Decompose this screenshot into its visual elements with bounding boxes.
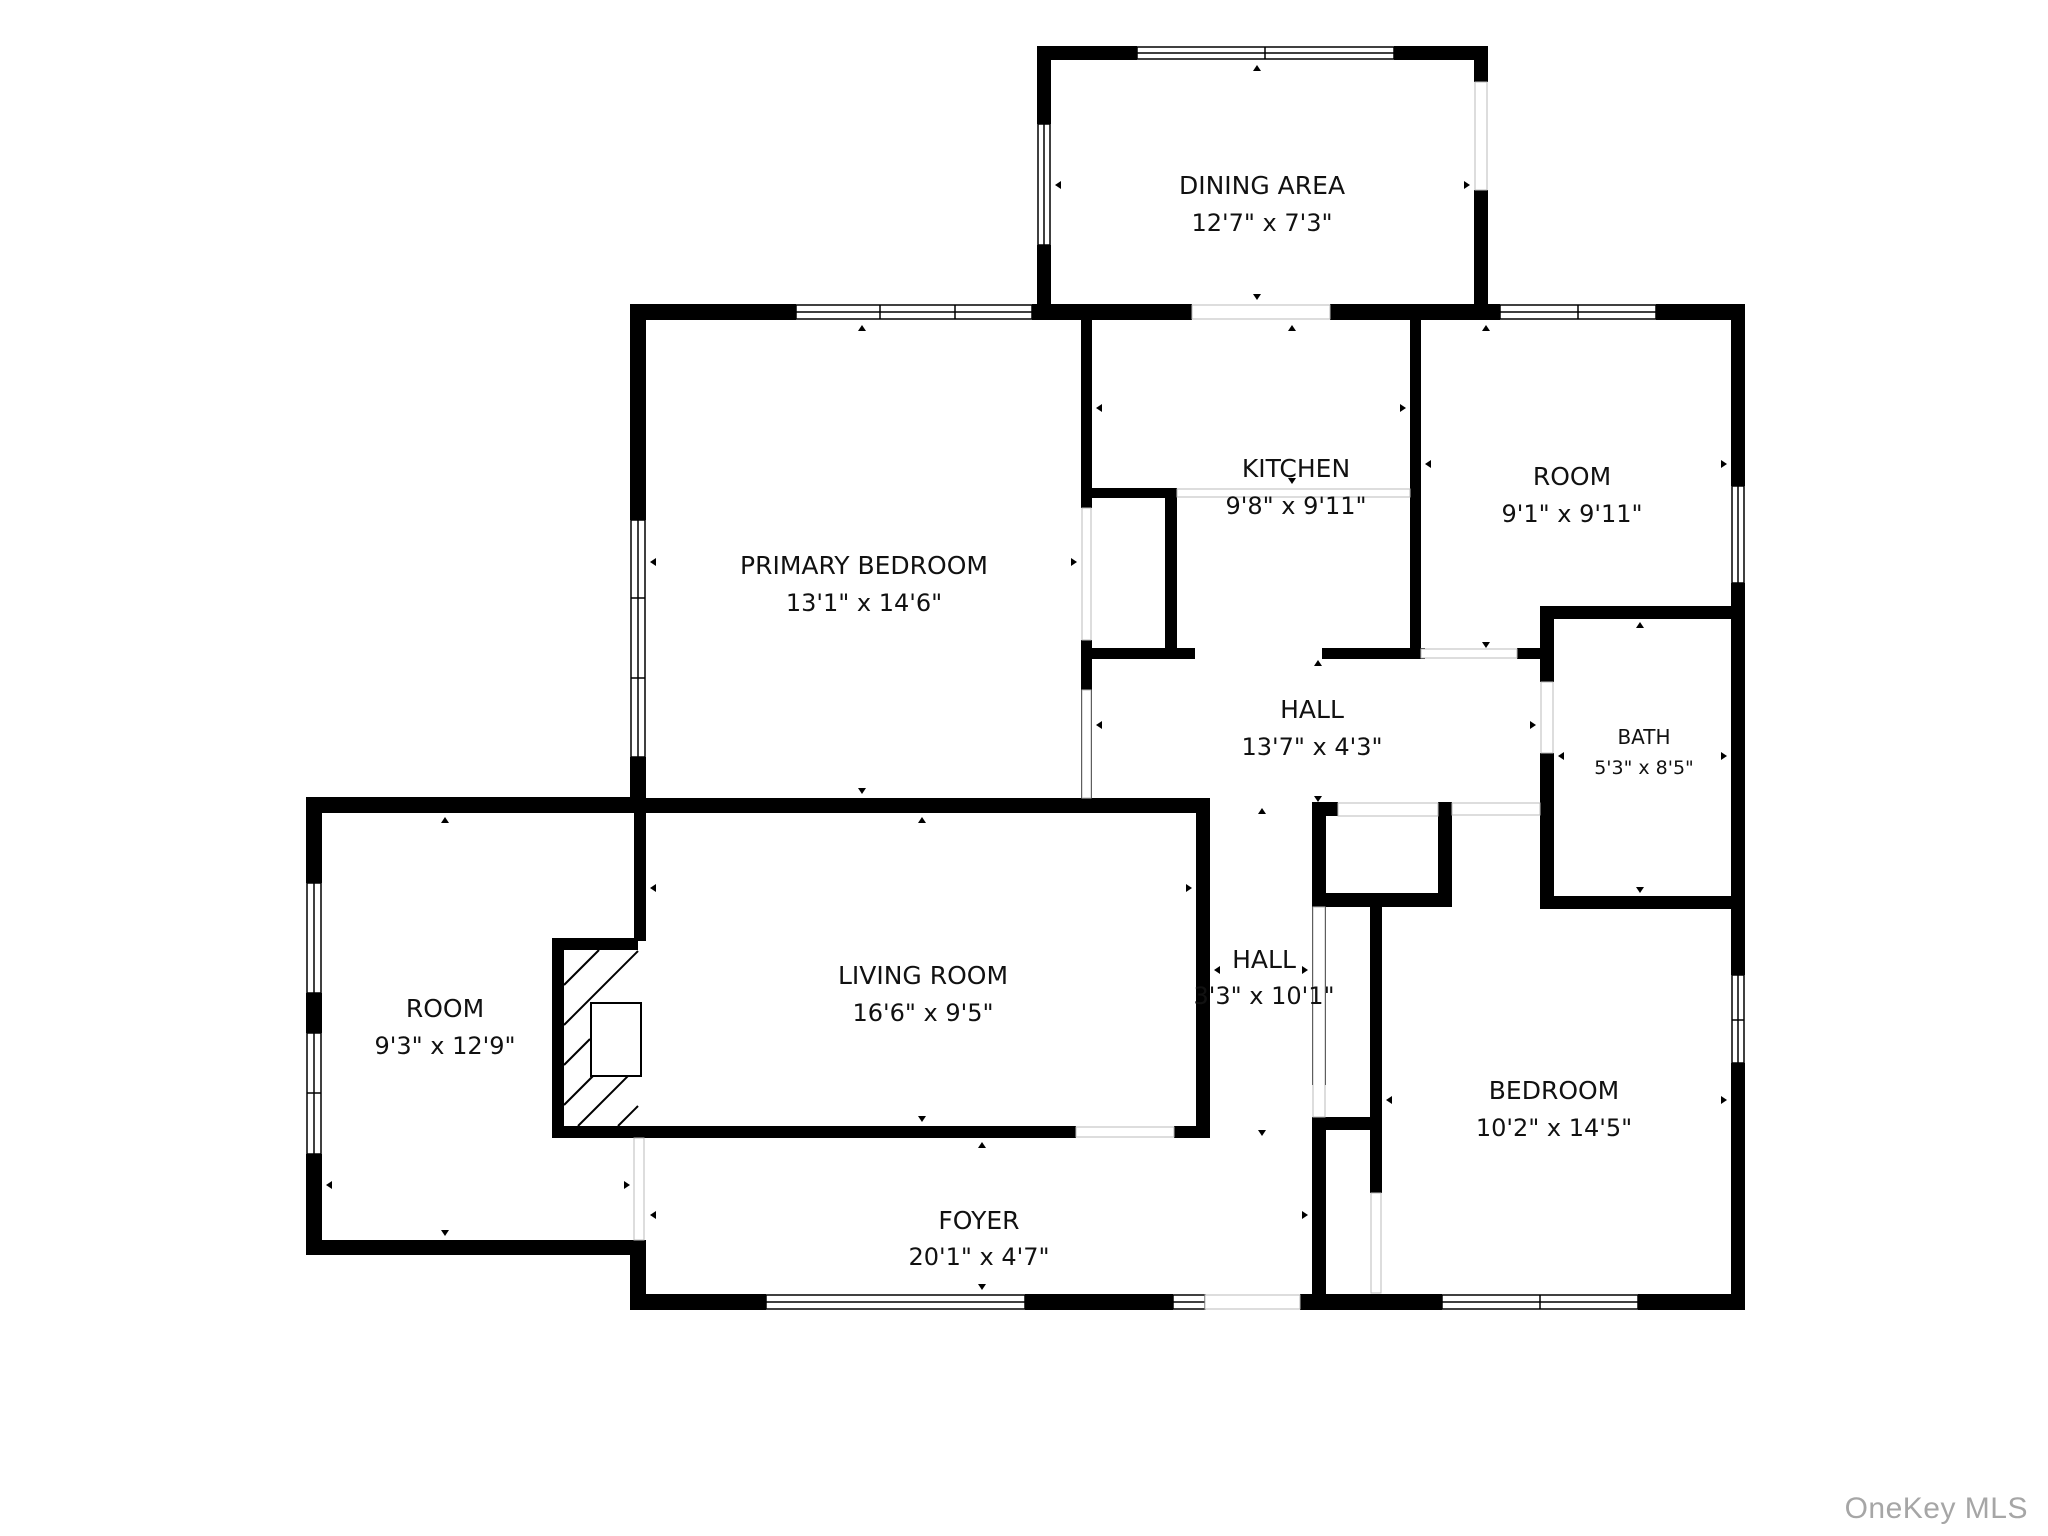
room-dimensions: 12'7" x 7'3" bbox=[1191, 209, 1332, 237]
watermark-logo: OneKey MLS bbox=[1844, 1492, 2028, 1525]
dimension-ticks bbox=[326, 65, 1727, 1290]
room-dimensions: 9'3" x 12'9" bbox=[374, 1032, 515, 1060]
room-dimensions: 13'7" x 4'3" bbox=[1241, 733, 1382, 761]
room-name: PRIMARY BEDROOM bbox=[740, 551, 988, 580]
room-label-hall-lower: HALL 3'3" x 10'1" bbox=[1193, 945, 1334, 1010]
room-name: KITCHEN bbox=[1242, 454, 1350, 483]
room-name: BATH bbox=[1617, 725, 1670, 749]
room-dimensions: 3'3" x 10'1" bbox=[1193, 982, 1334, 1010]
room-label-bath: BATH 5'3" x 8'5" bbox=[1594, 725, 1694, 779]
windows bbox=[306, 46, 1745, 1310]
room-label-living-room: LIVING ROOM 16'6" x 9'5" bbox=[838, 961, 1008, 1027]
room-label-bedroom: BEDROOM 10'2" x 14'5" bbox=[1476, 1076, 1632, 1142]
room-dimensions: 13'1" x 14'6" bbox=[786, 589, 942, 617]
room-name: ROOM bbox=[406, 994, 484, 1023]
fireplace bbox=[563, 949, 642, 1127]
room-name: DINING AREA bbox=[1179, 171, 1345, 200]
room-dimensions: 9'1" x 9'11" bbox=[1501, 500, 1642, 528]
room-label-hall-upper: HALL 13'7" x 4'3" bbox=[1241, 695, 1382, 761]
room-label-primary-bedroom: PRIMARY BEDROOM 13'1" x 14'6" bbox=[740, 551, 988, 617]
room-name: ROOM bbox=[1533, 462, 1611, 491]
room-label-dining-area: DINING AREA 12'7" x 7'3" bbox=[1179, 171, 1345, 237]
doorways bbox=[633, 81, 1554, 1310]
room-name: HALL bbox=[1232, 945, 1296, 974]
room-dimensions: 20'1" x 4'7" bbox=[908, 1243, 1049, 1271]
room-dimensions: 9'8" x 9'11" bbox=[1225, 492, 1366, 520]
room-dimensions: 5'3" x 8'5" bbox=[1594, 757, 1694, 779]
room-dimensions: 10'2" x 14'5" bbox=[1476, 1114, 1632, 1142]
walls bbox=[306, 46, 1745, 1310]
room-label-kitchen: KITCHEN 9'8" x 9'11" bbox=[1225, 454, 1366, 520]
room-label-room-west: ROOM 9'3" x 12'9" bbox=[374, 994, 515, 1060]
room-name: FOYER bbox=[938, 1206, 1019, 1235]
room-name: HALL bbox=[1280, 695, 1344, 724]
room-name: LIVING ROOM bbox=[838, 961, 1008, 990]
room-dimensions: 16'6" x 9'5" bbox=[852, 999, 993, 1027]
room-label-foyer: FOYER 20'1" x 4'7" bbox=[908, 1206, 1049, 1271]
room-label-room-ne: ROOM 9'1" x 9'11" bbox=[1501, 462, 1642, 528]
room-name: BEDROOM bbox=[1489, 1076, 1620, 1105]
